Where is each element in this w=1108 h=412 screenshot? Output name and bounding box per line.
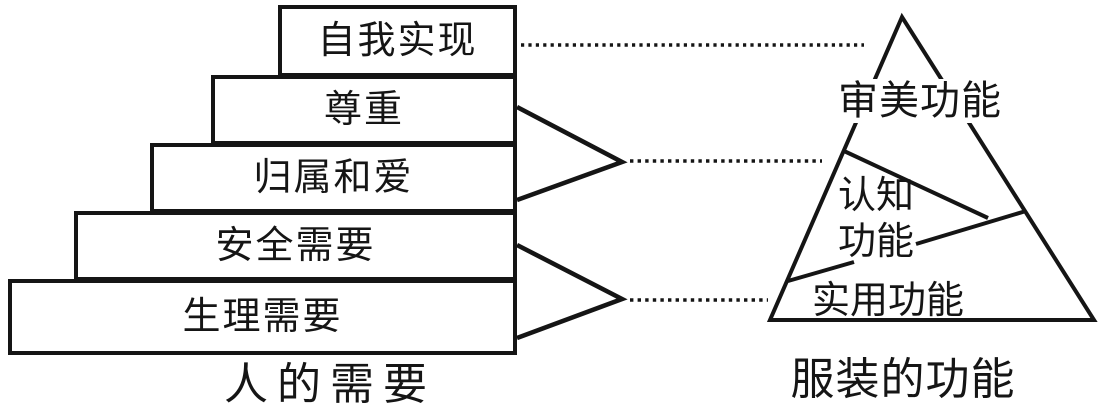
need-box-physiological: 生理需要: [8, 279, 517, 355]
human-needs-caption: 人的需要: [224, 360, 436, 409]
triangle-label-cognitive: 认知 功能: [836, 173, 916, 265]
divider-cognitive-practical-right: [915, 209, 1027, 246]
need-box-self-actualization: 自我实现: [278, 5, 517, 77]
triangle-label-cognitive-line1: 认知: [837, 175, 914, 217]
need-box-belonging-love: 归属和爱: [150, 143, 517, 213]
clothing-functions-caption: 服装的功能: [790, 355, 1016, 404]
brace-esteem-belonging: [515, 104, 628, 203]
triangle-label-cognitive-line2: 功能: [837, 221, 914, 263]
triangle-label-aesthetic: 审美功能: [832, 79, 1008, 123]
divider-cognitive-practical-left: [787, 260, 855, 283]
clothing-triangle-outline: [766, 12, 1098, 322]
need-box-safety: 安全需要: [74, 211, 517, 281]
divider-aesthetic-cognitive: [843, 149, 989, 220]
brace-safety-physiological: [515, 242, 628, 341]
triangle-label-practical: 实用功能: [811, 280, 964, 322]
need-box-esteem: 尊重: [211, 75, 517, 145]
